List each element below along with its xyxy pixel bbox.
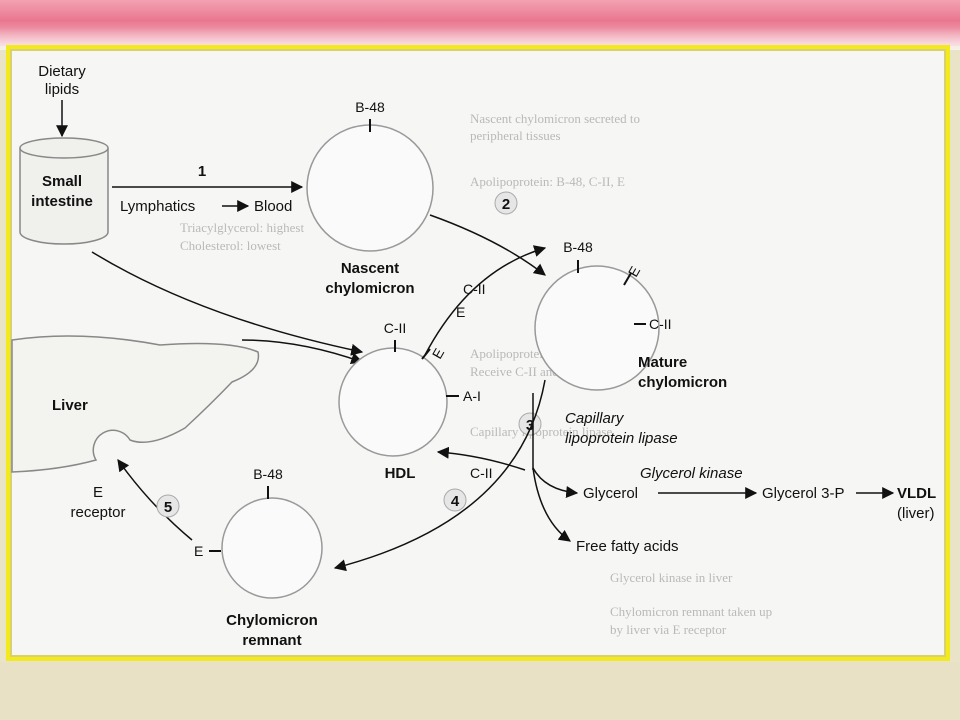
capillary-lipase-label: lipoprotein lipase xyxy=(565,430,678,447)
liver-to-hdl-arrow xyxy=(241,339,364,365)
step-3-badge xyxy=(518,412,542,436)
e-receptor-label: E xyxy=(93,484,103,501)
blood-label: Blood xyxy=(254,198,292,215)
e-receptor-label: receptor xyxy=(70,504,125,521)
mature-c2-label: C-II xyxy=(649,316,672,332)
chylomicron-remnant-circle xyxy=(221,497,323,599)
glycerol-kinase-label: Glycerol kinase xyxy=(640,465,743,482)
remnant-e-label: E xyxy=(194,543,203,559)
glycerol-label: Glycerol xyxy=(583,485,638,502)
c2-return-to-hdl-arrow xyxy=(436,446,526,471)
ghost-line: by liver via E receptor xyxy=(610,622,727,637)
vldl-label: (liver) xyxy=(897,505,935,522)
remnant-to-liver-arrow xyxy=(117,459,193,541)
remnant-b48-label: B-48 xyxy=(253,466,283,482)
ghost-line: Nascent chylomicron secreted to xyxy=(470,111,640,126)
return-c2-label: C-II xyxy=(470,465,493,481)
ghost-line: Triacylglycerol: highest xyxy=(180,220,304,235)
liver-shape xyxy=(11,335,260,473)
small-intestine-cylinder xyxy=(19,137,109,245)
lymphatics-label: Lymphatics xyxy=(120,198,195,215)
hdl-to-mature-transfer-arrow xyxy=(424,245,547,356)
step-5-number: 5 xyxy=(164,499,172,516)
step-4-number: 4 xyxy=(451,493,460,510)
ghost-line: Capillary lipoprotein lipase xyxy=(470,424,612,439)
maturation-arrow xyxy=(429,214,546,276)
mature-b48-label: B-48 xyxy=(563,239,593,255)
to-glycerol-arrow xyxy=(532,467,579,498)
vldl-label: VLDL xyxy=(897,485,936,502)
ghost-line: Cholesterol: lowest xyxy=(180,238,281,253)
dietary-lipids-label: lipids xyxy=(45,81,79,98)
hdl-a1-label: A-I xyxy=(463,388,481,404)
mature-chylomicron-circle xyxy=(534,265,660,391)
hdl-circle xyxy=(338,347,448,457)
top-band-swoosh xyxy=(0,28,960,50)
mature-chylomicron-label: chylomicron xyxy=(638,374,727,391)
nascent-chylomicron-label: Nascent xyxy=(341,260,399,277)
step-5-badge xyxy=(156,494,180,518)
dietary-lipids-label: Dietary xyxy=(38,63,86,80)
mature-chylomicron-label: Mature xyxy=(638,354,687,371)
small-intestine-label: Small xyxy=(42,173,82,190)
nascent-chylomicron-circle xyxy=(306,124,434,252)
ghost-line: Chylomicron remnant taken up xyxy=(610,604,772,619)
step-2-number: 2 xyxy=(502,196,510,213)
bottom-decorative-band xyxy=(0,662,960,720)
chylomicron-remnant-label: Chylomicron xyxy=(226,612,318,629)
free-fatty-acids-label: Free fatty acids xyxy=(576,538,679,555)
transfer-e-label: E xyxy=(456,304,465,320)
mature-to-remnant-arrow xyxy=(333,379,546,572)
hdl-e-tick xyxy=(421,348,431,360)
nascent-b48-label: B-48 xyxy=(355,99,385,115)
step-3-number: 3 xyxy=(526,417,534,434)
hdl-label: HDL xyxy=(385,465,416,482)
hdl-e-label: E xyxy=(429,345,448,361)
step-1-number: 1 xyxy=(198,163,206,180)
small-intestine-label: intestine xyxy=(31,193,93,210)
ghost-line: Glycerol kinase in liver xyxy=(610,570,733,585)
step-4-badge xyxy=(443,488,467,512)
ghost-line: Apolipoprotein: B-48, C-II, E xyxy=(470,174,625,189)
to-free-fatty-acids-arrow xyxy=(532,467,571,542)
diagram-frame xyxy=(6,45,950,661)
liver-label: Liver xyxy=(52,397,88,414)
ghost-line: peripheral tissues xyxy=(470,128,561,143)
hdl-c2-label: C-II xyxy=(384,320,407,336)
transfer-c2-label: C-II xyxy=(463,281,486,297)
chylomicron-remnant-label: remnant xyxy=(242,632,301,649)
nascent-chylomicron-label: chylomicron xyxy=(325,280,414,297)
top-decorative-band xyxy=(0,0,960,50)
step-2-badge xyxy=(494,191,518,215)
intestine-to-hdl-arrow xyxy=(91,251,364,356)
capillary-lipase-label: Capillary xyxy=(565,410,625,427)
glycerol-3p-label: Glycerol 3-P xyxy=(762,485,845,502)
mature-e-tick xyxy=(623,272,632,286)
